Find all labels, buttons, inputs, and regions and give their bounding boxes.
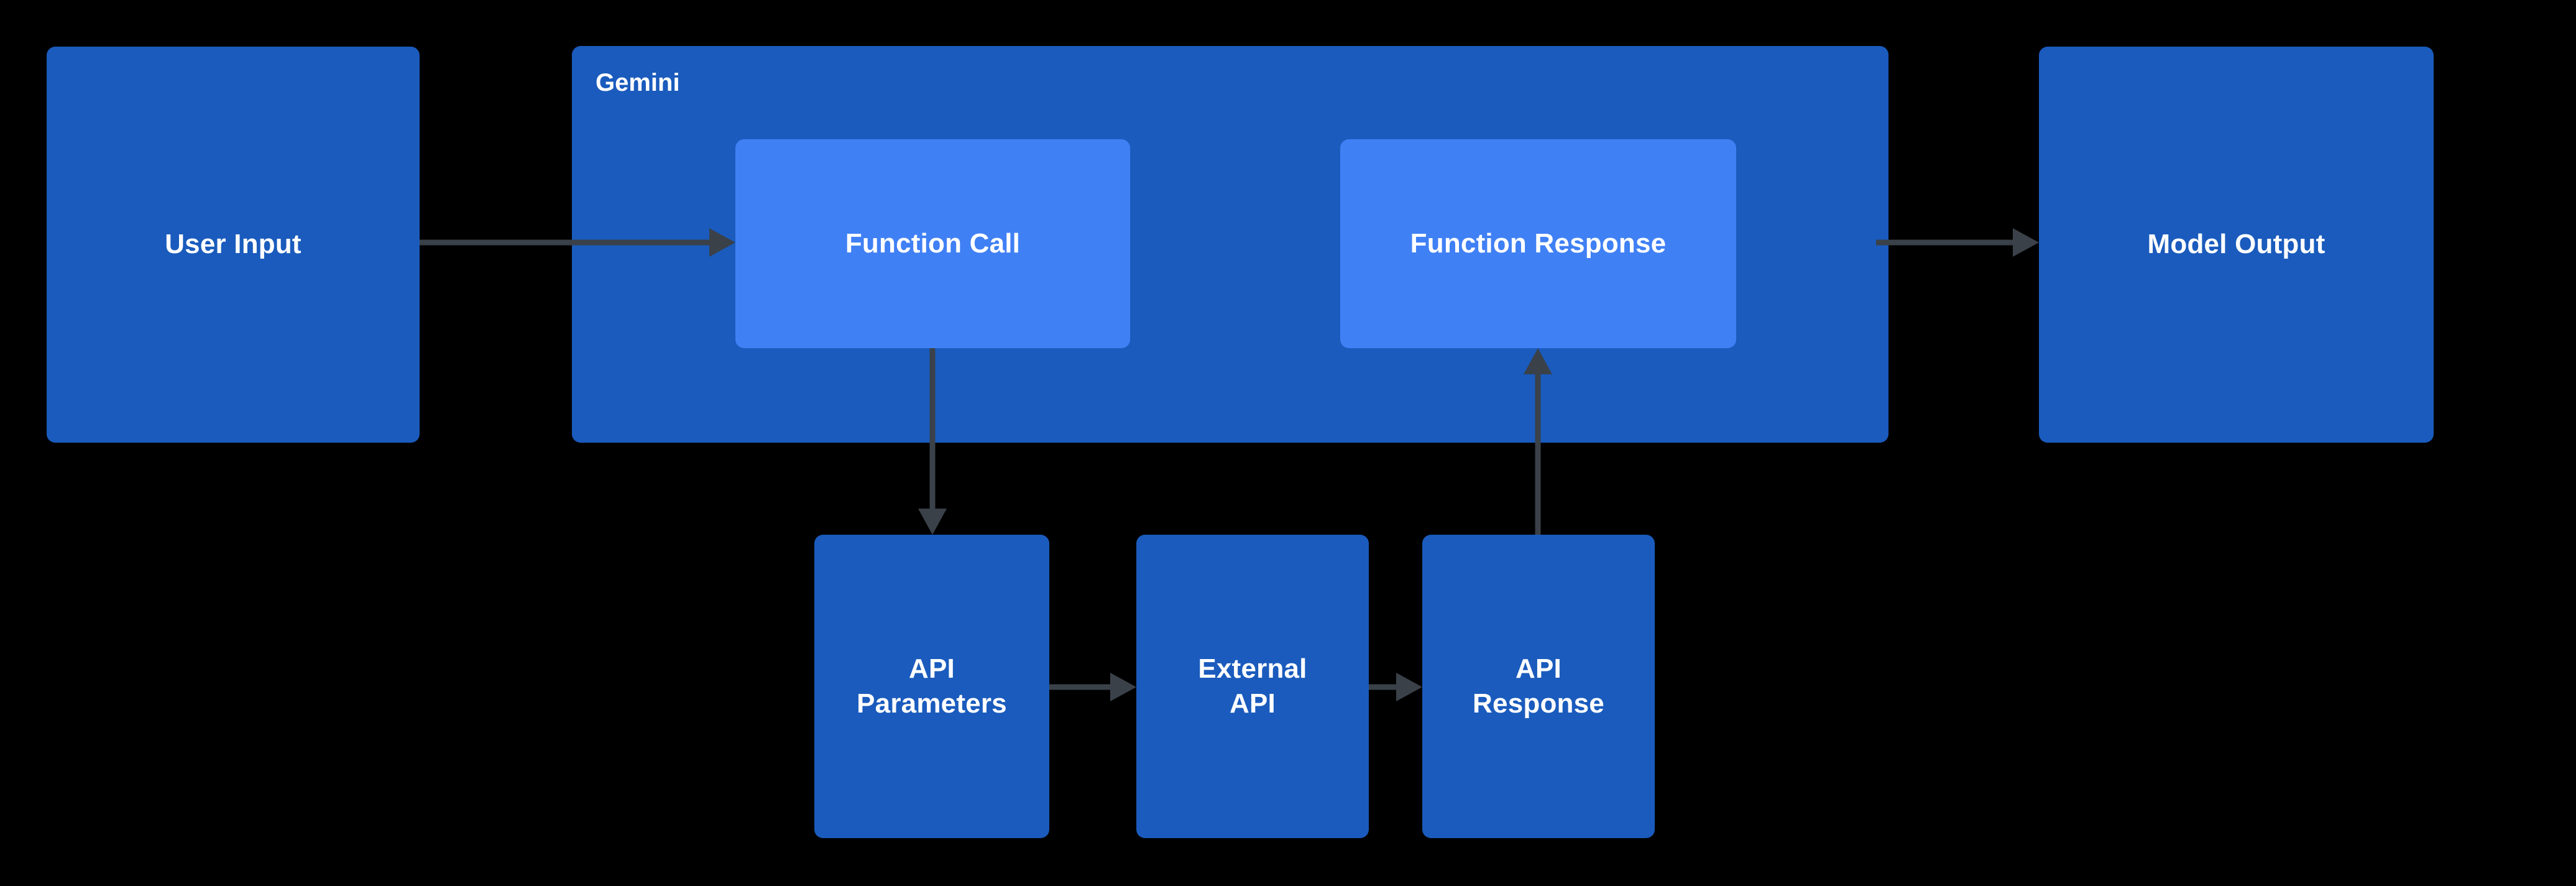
node-label-function-response: Function Response [1410,228,1667,259]
node-api-response[interactable]: API Response [1422,535,1655,838]
edge-function-response-to-model-output [1876,228,2039,257]
node-label-external-api: External API [1198,653,1307,719]
node-function-response[interactable]: Function Response [1340,139,1736,348]
node-label-api-response: API Response [1473,653,1604,719]
node-function-call[interactable]: Function Call [735,139,1130,348]
node-external-api[interactable]: External API [1136,535,1369,838]
node-label-user-input: User Input [165,229,301,260]
gemini-group-label: Gemini [596,69,680,96]
node-model-output[interactable]: Model Output [2039,47,2434,443]
edge-api-parameters-to-external-api [1049,673,1136,701]
node-label-model-output: Model Output [2147,229,2325,260]
node-user-input[interactable]: User Input [47,47,420,443]
node-label-api-parameters: API Parameters [857,653,1007,719]
node-label-function-call: Function Call [845,228,1021,259]
edge-external-api-to-api-response [1369,673,1422,701]
node-api-parameters[interactable]: API Parameters [814,535,1049,838]
